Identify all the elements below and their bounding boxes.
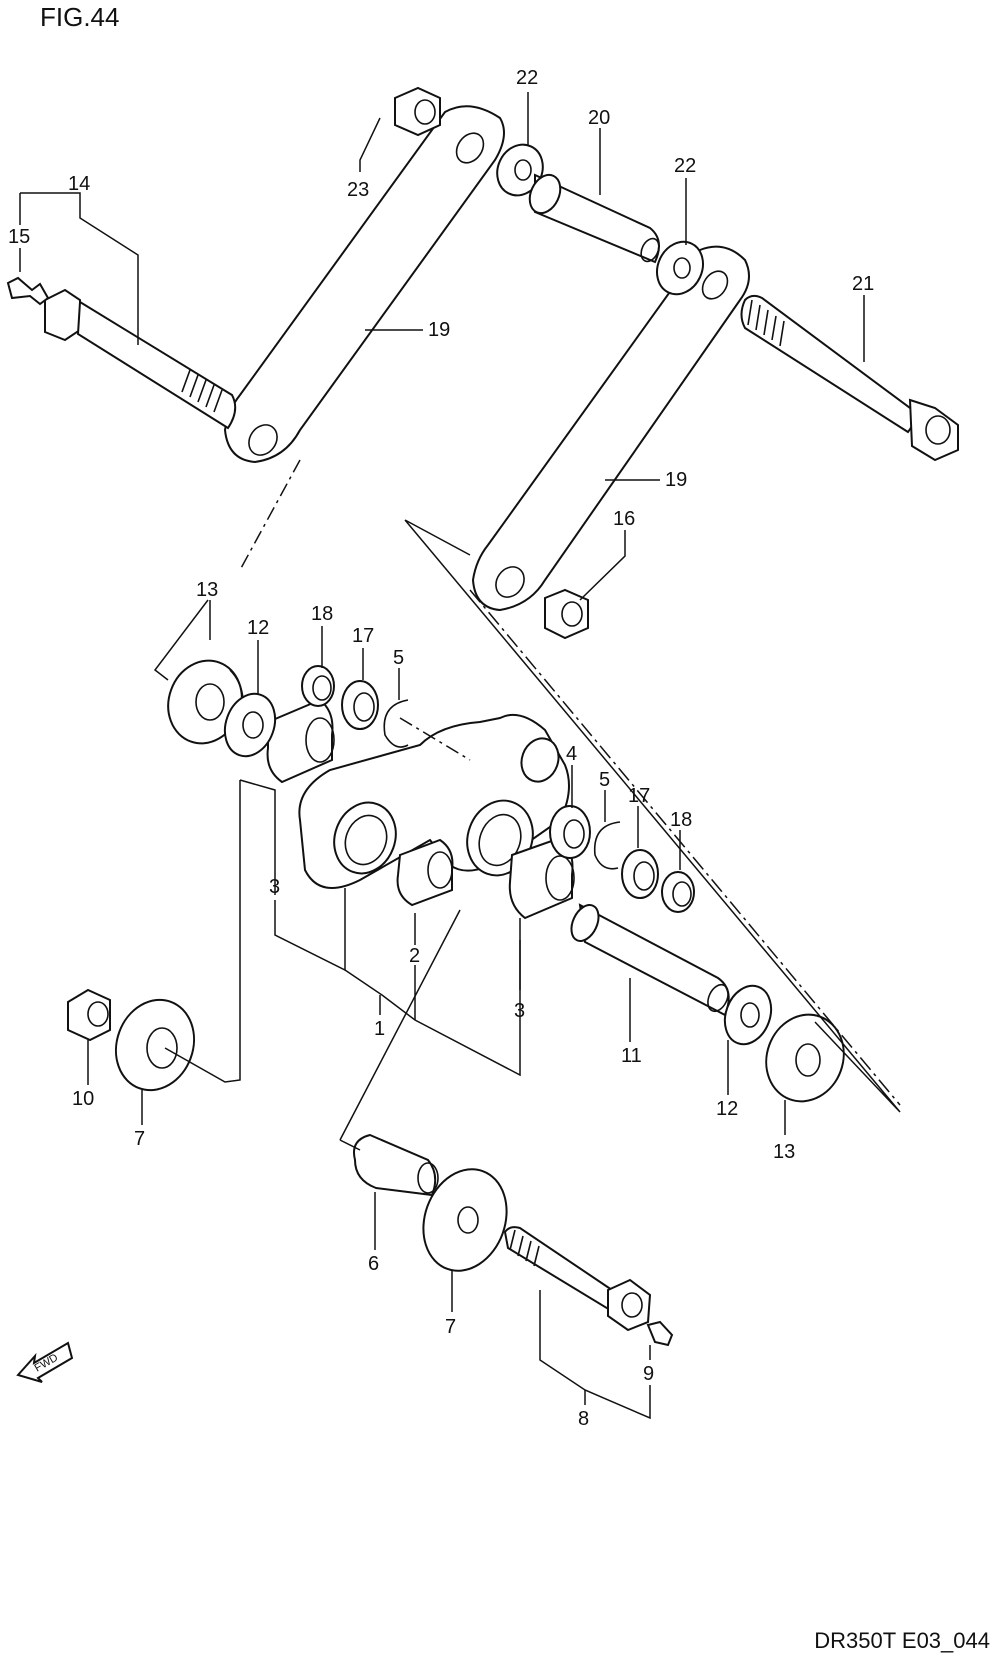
spacer-6 [353, 1133, 439, 1197]
label-18-left: 18 [311, 603, 333, 625]
label-7-bottom: 7 [445, 1316, 456, 1338]
label-8: 8 [578, 1408, 589, 1430]
label-3-right: 3 [514, 1000, 525, 1022]
nut-10 [67, 988, 111, 1042]
label-21: 21 [852, 273, 874, 295]
figure-code: DR350T E03_044 [814, 1628, 990, 1653]
label-12-left: 12 [247, 617, 269, 639]
label-11: 11 [621, 1045, 642, 1067]
part-labels: 23 22 20 22 21 14 15 19 19 16 13 12 18 1… [8, 67, 874, 1430]
label-10: 10 [72, 1088, 94, 1110]
grease-fitting-9 [646, 1320, 674, 1347]
label-13-left: 13 [196, 579, 218, 601]
label-22-lower: 22 [674, 155, 696, 177]
label-17-right: 17 [628, 785, 650, 807]
spacer-20 [528, 173, 660, 264]
nut-23 [394, 86, 441, 137]
leader-lines [19, 92, 901, 1420]
washer-7-bottom [422, 1168, 508, 1272]
fwd-arrow-icon: FWD [16, 1341, 74, 1383]
label-9: 9 [643, 1363, 654, 1385]
bushing-2 [396, 838, 454, 907]
label-4: 4 [566, 743, 577, 765]
label-1: 1 [374, 1018, 385, 1040]
washer-22-lower [656, 240, 704, 296]
bolt-8 [503, 1226, 652, 1332]
rod-19-left [223, 105, 505, 464]
bolt-21 [740, 294, 959, 462]
nut-16 [544, 588, 589, 640]
spacer-11 [570, 903, 730, 1017]
bolt-14 [44, 288, 237, 430]
label-18-right: 18 [670, 809, 692, 831]
label-16: 16 [613, 508, 635, 530]
label-15: 15 [8, 226, 30, 248]
label-6: 6 [368, 1253, 379, 1275]
figure-title: FIG.44 [40, 2, 120, 32]
label-14: 14 [68, 173, 90, 195]
bearing-3-left [266, 698, 335, 784]
label-5-left: 5 [393, 647, 404, 669]
label-13-right: 13 [773, 1141, 795, 1163]
seal-18-right [661, 871, 695, 913]
circlip-5-left [383, 699, 409, 748]
label-19-top: 19 [428, 319, 450, 341]
label-23: 23 [347, 179, 369, 201]
circlip-5-right [593, 821, 621, 870]
label-17-left: 17 [352, 625, 374, 647]
label-22-top: 22 [516, 67, 538, 89]
rod-19-right [471, 245, 750, 612]
label-5-right: 5 [599, 769, 610, 791]
label-7-left: 7 [134, 1128, 145, 1150]
label-12-right: 12 [716, 1098, 738, 1120]
label-3-left: 3 [269, 876, 280, 898]
grease-fitting-15 [6, 276, 50, 306]
label-19-lower: 19 [665, 469, 687, 491]
washer-12-right [723, 984, 773, 1046]
washer-12-left [223, 692, 277, 758]
label-2: 2 [409, 945, 420, 967]
seal-17-left [341, 680, 379, 730]
washer-7-left [114, 998, 196, 1092]
seal-18-left [301, 665, 335, 707]
bearing-4 [549, 805, 591, 859]
label-20: 20 [588, 107, 610, 129]
seal-17-right [621, 849, 659, 899]
